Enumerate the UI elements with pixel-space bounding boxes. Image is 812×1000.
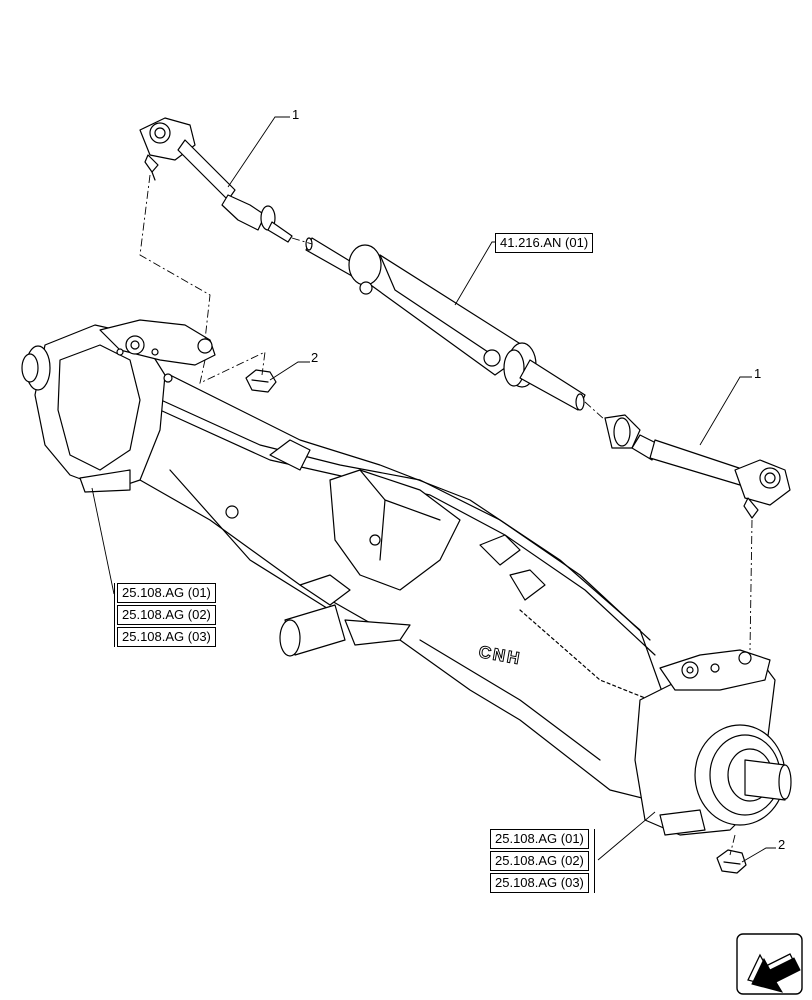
ref-steering-cylinder[interactable]: 41.216.AN (01) bbox=[495, 233, 594, 253]
ref-right-group-3[interactable]: 25.108.AG (03) bbox=[490, 873, 589, 893]
ref-left-group-2[interactable]: 25.108.AG (02) bbox=[117, 605, 216, 625]
nut-upper bbox=[245, 369, 277, 393]
callout-tie-rod-lower: 1 bbox=[754, 366, 762, 381]
nut-lower bbox=[716, 849, 747, 874]
arrow-nav-icon[interactable] bbox=[736, 933, 803, 995]
tie-rod-upper bbox=[139, 117, 293, 243]
tie-rod-lower bbox=[604, 414, 791, 519]
steering-cylinder bbox=[305, 237, 586, 411]
left-ref-bracket bbox=[114, 583, 115, 647]
right-steering-knuckle bbox=[634, 649, 792, 836]
ref-left-group-1[interactable]: 25.108.AG (01) bbox=[117, 583, 216, 603]
callout-tie-rod-upper: 1 bbox=[292, 107, 300, 122]
ref-left-group-3[interactable]: 25.108.AG (03) bbox=[117, 627, 216, 647]
ref-right-group-1[interactable]: 25.108.AG (01) bbox=[490, 829, 589, 849]
assembly-lines bbox=[139, 174, 753, 856]
callout-nut-upper: 2 bbox=[311, 350, 319, 365]
ref-right-group-2[interactable]: 25.108.AG (02) bbox=[490, 851, 589, 871]
axle-housing bbox=[119, 374, 666, 801]
right-ref-bracket bbox=[594, 829, 595, 893]
callout-nut-lower: 2 bbox=[778, 837, 786, 852]
left-steering-knuckle bbox=[21, 319, 216, 493]
